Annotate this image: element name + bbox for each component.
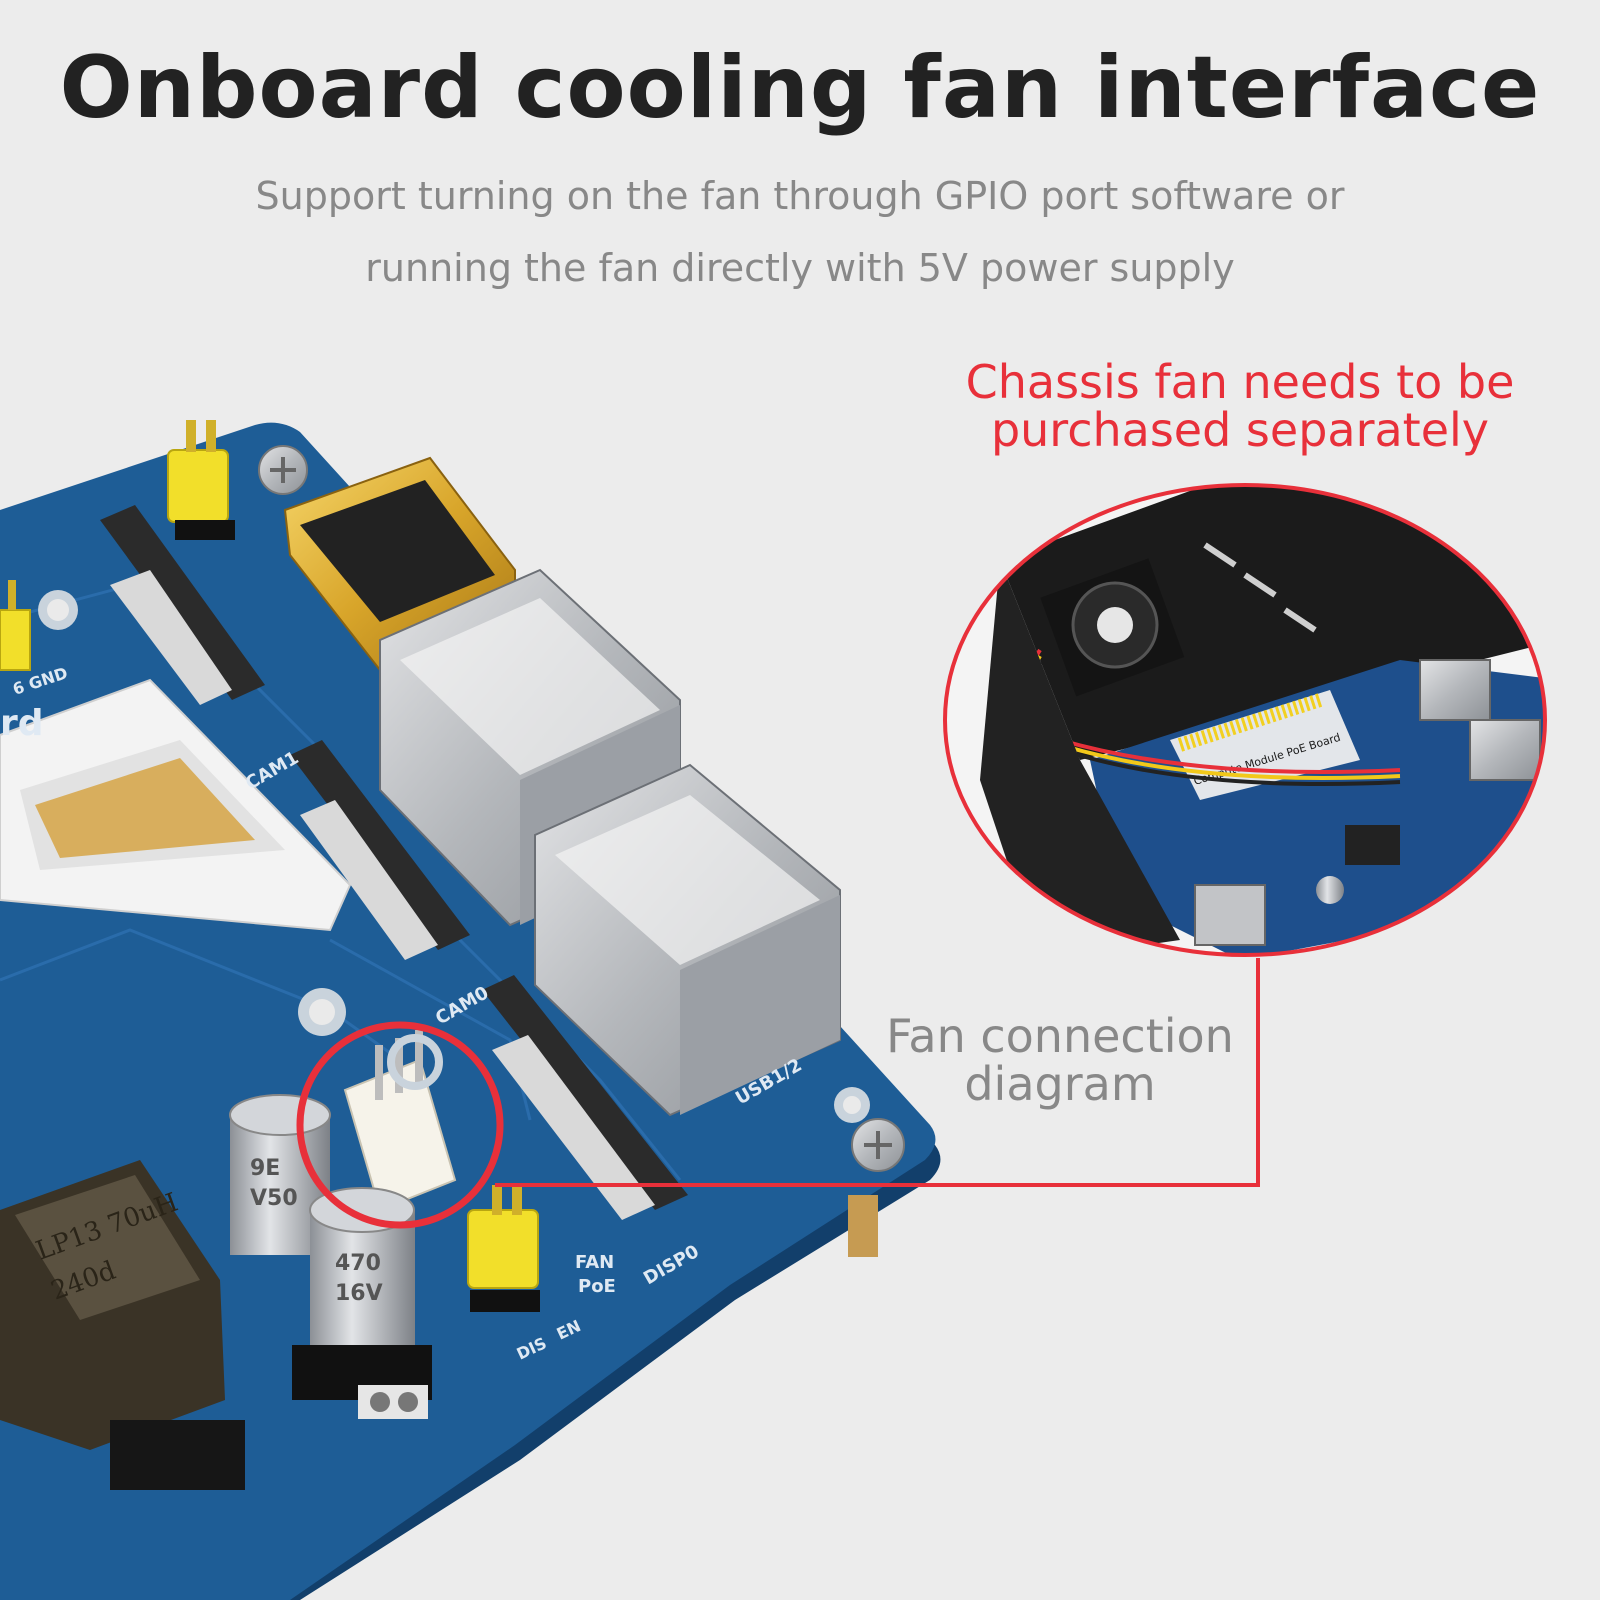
chassis-note-line-2: purchased separately <box>990 403 1490 457</box>
fan-header <box>343 1030 457 1212</box>
svg-text:470: 470 <box>335 1251 381 1276</box>
cap1-label-line2: V50 <box>250 1186 298 1211</box>
svg-text:V50: V50 <box>250 1186 298 1211</box>
svg-text:PoE: PoE <box>578 1276 616 1297</box>
fan-label-line-1: Fan connection <box>886 1009 1234 1063</box>
module-socket <box>0 678 352 932</box>
svg-text:16V: 16V <box>335 1281 383 1306</box>
svg-text:9E: 9E <box>250 1156 280 1181</box>
label-fan: FAN <box>575 1252 614 1273</box>
chassis-fan <box>1040 558 1185 697</box>
inductor: LP13 70uH 240d <box>0 1160 245 1490</box>
label-poe: PoE <box>578 1276 616 1297</box>
fan-connection-label: Fan connection diagram <box>840 1012 1280 1108</box>
jumper-top <box>167 420 235 540</box>
chassis-zoom-view: Compute Module PoE Board <box>943 483 1547 957</box>
usb-port-lower <box>534 763 841 1117</box>
chassis-fan-note: Chassis fan needs to be purchased separa… <box>920 358 1560 454</box>
cap2-label-line2: 16V <box>335 1281 383 1306</box>
jumper-fan-enable <box>467 1185 540 1312</box>
page-subtitle: Support turning on the fan through GPIO … <box>0 160 1600 304</box>
cap1-label-line1: 9E <box>250 1156 280 1181</box>
subtitle-line-2: running the fan directly with 5V power s… <box>365 246 1235 290</box>
power-pads <box>358 1385 428 1419</box>
cap2-label-line1: 470 <box>335 1251 381 1276</box>
svg-text:rd: rd <box>0 703 44 744</box>
page-title: Onboard cooling fan interface <box>59 38 1541 138</box>
jumper-left <box>0 580 31 671</box>
fan-highlight-circle <box>296 1021 504 1229</box>
pcb-board <box>0 422 941 1600</box>
label-board: rd <box>0 703 44 744</box>
connector-line <box>495 958 1260 1187</box>
subtitle-line-1: Support turning on the fan through GPIO … <box>255 174 1345 218</box>
fpc-connector-cam0 <box>290 740 470 960</box>
fpc-connector-disp0 <box>482 975 688 1220</box>
fan-label-line-2: diagram <box>964 1057 1156 1111</box>
chassis-note-line-1: Chassis fan needs to be <box>965 355 1515 409</box>
svg-text:FAN: FAN <box>575 1252 614 1273</box>
fpc-connector-cam1 <box>100 505 265 705</box>
